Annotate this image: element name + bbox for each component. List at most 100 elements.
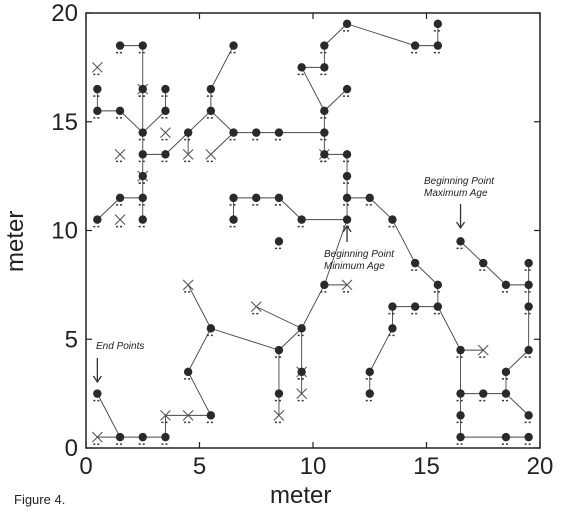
data-point (138, 432, 147, 442)
data-point (388, 324, 397, 333)
annotation-line: Beginning Point (324, 249, 395, 260)
cross-marker (477, 344, 489, 356)
annotation-arrows (92, 204, 466, 384)
cross-marker (273, 409, 285, 421)
data-point (138, 41, 147, 50)
data-point (274, 389, 284, 398)
path-line (278, 328, 302, 416)
data-point (252, 128, 261, 137)
data-point (456, 411, 465, 420)
data-point (229, 193, 238, 203)
data-point (206, 106, 216, 116)
data-point (524, 258, 533, 268)
y-axis-label: meter (2, 210, 29, 272)
data-point (410, 302, 420, 311)
data-point (456, 237, 465, 246)
data-point (138, 193, 147, 203)
plot-frame (85, 12, 541, 449)
data-point (206, 324, 216, 333)
x-tick-label: 5 (193, 453, 206, 480)
y-tick-label: 10 (51, 218, 78, 245)
data-point (93, 215, 102, 224)
y-tick-label: 0 (65, 435, 78, 462)
cross-marker (160, 409, 171, 421)
annotation-line: Minimum Age (324, 261, 385, 272)
cross-marker (250, 301, 262, 313)
data-point (229, 128, 238, 137)
data-point (115, 106, 125, 116)
data-point (206, 411, 216, 420)
path-line (256, 306, 302, 329)
data-point (252, 193, 261, 203)
data-point (320, 150, 329, 159)
data-point (206, 84, 216, 94)
data-point (320, 63, 329, 72)
data-point (274, 237, 284, 246)
data-point (297, 63, 306, 72)
data-point (456, 432, 465, 442)
data-point (320, 106, 329, 116)
data-point (93, 389, 102, 398)
data-point (138, 215, 147, 224)
x-tick-label: 10 (300, 453, 327, 480)
data-point (342, 193, 352, 203)
data-point (342, 19, 352, 29)
path-line (210, 110, 279, 134)
data-point (433, 280, 443, 290)
data-point (115, 41, 125, 50)
cross-marker (341, 279, 353, 291)
y-tick-label: 15 (51, 109, 78, 136)
data-point (456, 345, 465, 355)
data-point (93, 106, 102, 116)
annotation-end-points: End Points (96, 341, 144, 353)
data-point (365, 367, 374, 377)
path-line (437, 306, 529, 416)
y-tick-label: 5 (65, 326, 78, 353)
data-point (93, 84, 102, 94)
data-point (524, 302, 533, 311)
data-point (161, 150, 170, 159)
cross-marker (296, 388, 308, 400)
arrow-beginning-max-head (456, 221, 466, 230)
data-point (274, 193, 284, 203)
arrow-end-points-head (92, 375, 102, 384)
arrow-beginning-min-head (342, 224, 352, 233)
data-point (388, 215, 397, 224)
data-point (410, 258, 420, 268)
data-point (274, 345, 284, 355)
data-point (138, 171, 147, 181)
cross-marker (114, 214, 126, 226)
annotation-line: End Points (96, 341, 145, 352)
data-point (365, 193, 374, 203)
data-point (388, 302, 397, 311)
cross-marker (182, 279, 194, 291)
data-point (342, 84, 352, 94)
data-point (410, 41, 420, 50)
data-point (456, 389, 465, 398)
data-point (320, 128, 329, 137)
data-point (138, 84, 147, 94)
data-point (183, 367, 193, 377)
data-point (524, 345, 533, 355)
data-point (501, 367, 511, 377)
data-point (115, 432, 125, 442)
data-point (433, 19, 443, 29)
annotation-beginning-max: Beginning Point Maximum Age (424, 176, 494, 200)
data-point (342, 150, 352, 159)
x-axis-label: meter (270, 482, 332, 509)
data-point (161, 106, 170, 116)
cross-marker (182, 409, 194, 421)
y-tick-label: 20 (51, 0, 78, 27)
figure-caption: Figure 4. (14, 492, 66, 507)
data-point (320, 41, 329, 50)
cross-marker (182, 148, 194, 160)
data-point (274, 128, 284, 137)
data-point (501, 389, 511, 398)
path-line (505, 306, 530, 394)
cross-marker (91, 61, 103, 73)
data-point (297, 215, 306, 224)
data-point (297, 367, 306, 377)
data-point (501, 432, 511, 442)
